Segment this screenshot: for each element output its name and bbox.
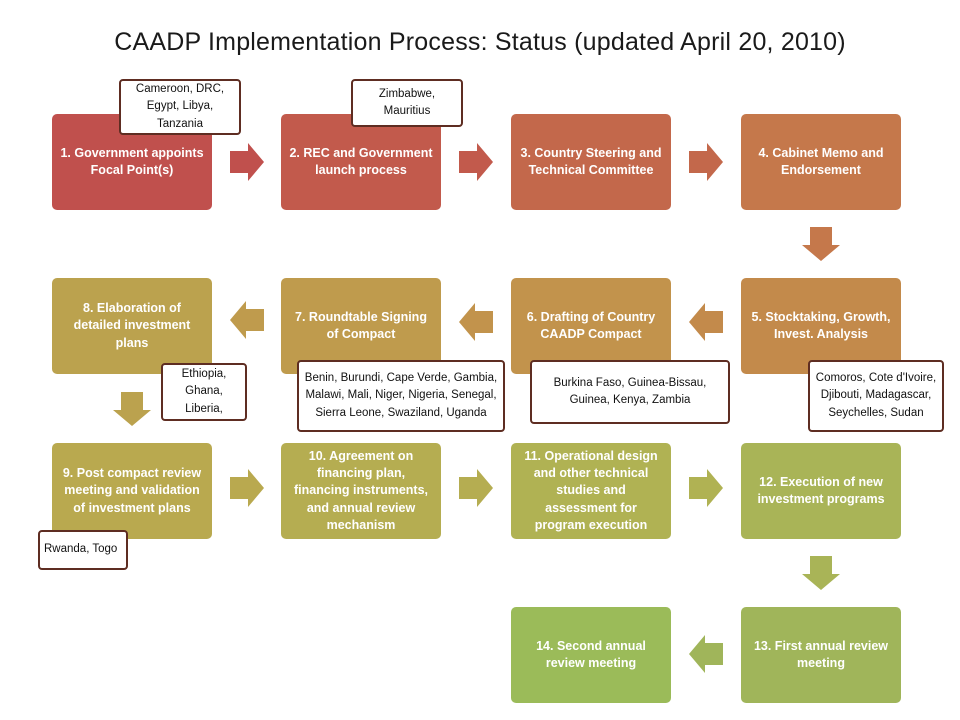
arrow-1-to-2 [230,143,264,181]
step-2: 2. REC and Government launch process [281,114,441,210]
diagram-title: CAADP Implementation Process: Status (up… [114,28,846,56]
arrow-7-to-8 [230,301,264,339]
arrow-12-to-13 [802,556,840,590]
step-11: 11. Operational design and other technic… [511,443,671,539]
step-12: 12. Execution of new investment programs [741,443,901,539]
arrow-3-to-4 [689,143,723,181]
step-4: 4. Cabinet Memo and Endorsement [741,114,901,210]
arrow-8-to-9 [113,392,151,426]
step-9: 9. Post compact review meeting and valid… [52,443,212,539]
step-14: 14. Second annual review meeting [511,607,671,703]
step-5: 5. Stocktaking, Growth, Invest. Analysis [741,278,901,374]
note-step-6-countries: Burkina Faso, Guinea-Bissau, Guinea, Ken… [530,360,730,424]
arrow-4-to-5 [802,227,840,261]
step-6: 6. Drafting of Country CAADP Compact [511,278,671,374]
arrow-11-to-12 [689,469,723,507]
step-10: 10. Agreement on financing plan, financi… [281,443,441,539]
note-step-8-countries: Ethiopia, Ghana, Liberia, [161,363,247,421]
arrow-6-to-7 [459,303,493,341]
note-step-5-countries: Comoros, Cote d'Ivoire, Djibouti, Madaga… [808,360,944,432]
step-7: 7. Roundtable Signing of Compact [281,278,441,374]
arrow-10-to-11 [459,469,493,507]
step-8: 8. Elaboration of detailed investment pl… [52,278,212,374]
note-step-2-countries: Zimbabwe, Mauritius [351,79,463,127]
step-13: 13. First annual review meeting [741,607,901,703]
arrow-5-to-6 [689,303,723,341]
note-step-9-countries: Rwanda, Togo [38,530,128,570]
note-step-7-countries: Benin, Burundi, Cape Verde, Gambia, Mala… [297,360,505,432]
step-3: 3. Country Steering and Technical Commit… [511,114,671,210]
arrow-2-to-3 [459,143,493,181]
note-step-1-countries: Cameroon, DRC, Egypt, Libya, Tanzania [119,79,241,135]
arrow-13-to-14 [689,635,723,673]
arrow-9-to-10 [230,469,264,507]
